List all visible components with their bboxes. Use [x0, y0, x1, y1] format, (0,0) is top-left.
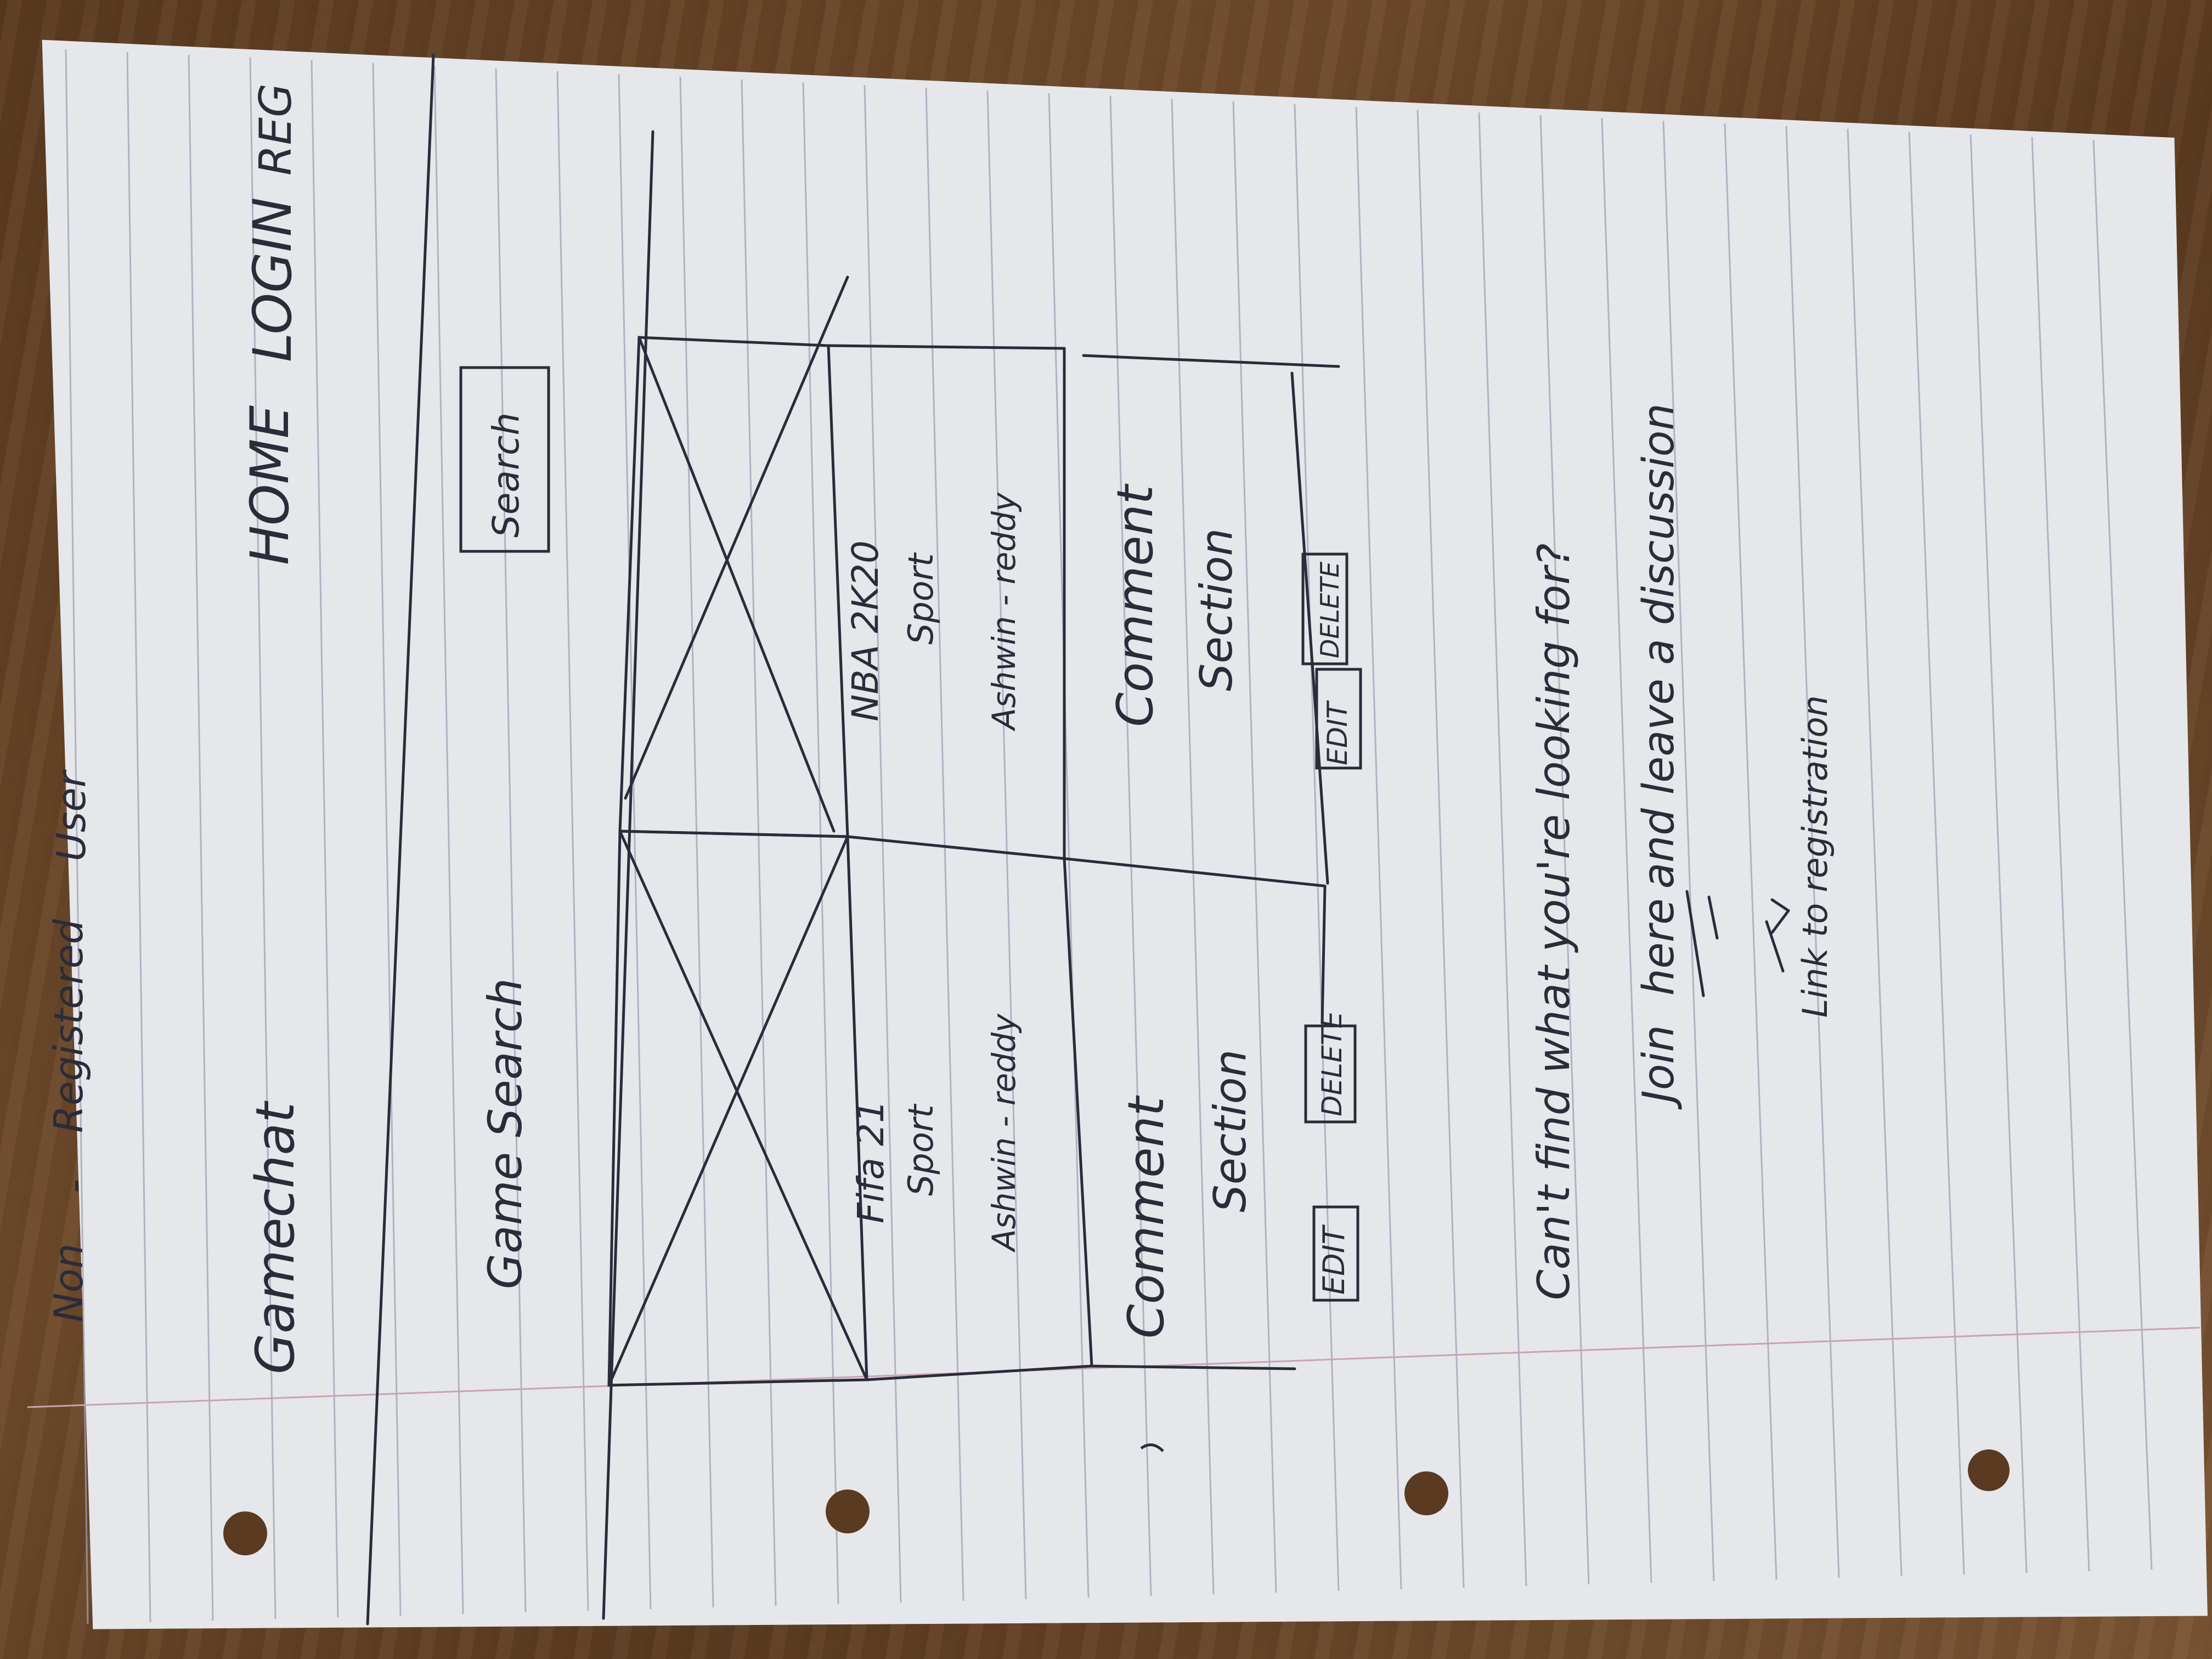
punch-hole — [826, 1489, 870, 1533]
ruled-line — [188, 54, 214, 1621]
ruled-line — [372, 63, 402, 1616]
note-heading-user: User — [48, 769, 94, 861]
edit-button[interactable]: EDIT — [1322, 700, 1353, 765]
comment-section-label: Section — [1205, 1049, 1256, 1212]
comment-box — [1290, 371, 1329, 885]
card-game-genre: Sport — [901, 552, 941, 645]
ruled-line — [1847, 128, 1903, 1577]
ruled-line — [1048, 93, 1090, 1598]
ruled-line — [1662, 120, 1715, 1582]
ruled-line — [2092, 139, 2153, 1570]
ruled-line — [126, 52, 151, 1623]
comment-box — [1321, 884, 1327, 1025]
stray-mark — [1140, 1443, 1164, 1452]
card-image-placeholder — [618, 336, 849, 838]
here-underline — [1707, 895, 1719, 940]
ruled-line — [1785, 126, 1840, 1578]
ruled-line — [741, 79, 777, 1606]
comment-box — [1082, 354, 1340, 368]
card-image-cross — [624, 275, 849, 800]
punch-hole — [1404, 1471, 1448, 1515]
punch-hole — [223, 1511, 267, 1555]
join-text: Join — [1634, 1025, 1684, 1110]
nav-home[interactable]: HOME — [239, 405, 301, 565]
card-image-cross — [618, 830, 868, 1381]
search-button[interactable]: Search — [485, 413, 527, 538]
prompt-text: Can't find what you're looking for? — [1528, 544, 1579, 1301]
punch-hole — [1968, 1449, 2010, 1491]
note-heading-non: Non — [46, 1243, 92, 1322]
ruled-line — [1908, 131, 1965, 1575]
ruled-line — [925, 87, 964, 1601]
card-divider — [827, 344, 1066, 350]
card-image-cross — [607, 835, 849, 1387]
comment-section-heading: Comment — [1107, 483, 1164, 727]
join-here-link[interactable]: here — [1634, 899, 1684, 996]
ruled-line — [802, 82, 839, 1605]
nav-login[interactable]: LOGIN — [242, 197, 303, 362]
card-image-placeholder — [607, 830, 868, 1387]
header-divider — [366, 53, 435, 1626]
note-heading-dash: - — [51, 1179, 97, 1193]
delete-button-outline — [1304, 1024, 1357, 1124]
edit-button-outline — [1315, 668, 1362, 770]
ruled-line — [1601, 117, 1652, 1583]
nav-reg[interactable]: REG — [250, 83, 301, 176]
card-divider — [846, 835, 1066, 860]
arrow-icon — [1770, 909, 1790, 934]
comment-box — [1063, 857, 1327, 888]
ruled-line — [679, 76, 714, 1608]
note-heading-registered: Registered — [46, 918, 92, 1133]
card-divider — [865, 1364, 1093, 1381]
ruled-line — [249, 57, 276, 1620]
edit-button[interactable]: EDIT — [1317, 1224, 1351, 1295]
ruled-line — [556, 71, 589, 1611]
content-divider — [602, 130, 654, 1620]
search-button-outline — [459, 366, 550, 553]
ruled-line — [1355, 106, 1402, 1590]
ruled-line — [1232, 101, 1277, 1593]
ruled-line — [1970, 134, 2028, 1573]
registration-link-note: Link to registration — [1795, 695, 1835, 1018]
leave-discussion-text: and leave a discussion — [1634, 403, 1684, 889]
ruled-line — [986, 90, 1027, 1600]
card-image-cross — [637, 336, 836, 833]
card-game-genre: Sport — [901, 1103, 941, 1196]
ruled-line — [1294, 104, 1340, 1592]
here-underline — [1685, 890, 1705, 997]
card-game-title: Fifa 21 — [850, 1100, 892, 1223]
ruled-line — [433, 65, 464, 1615]
card-game-title: NBA 2K20 — [844, 540, 887, 721]
comment-section-heading: Comment — [1118, 1094, 1175, 1339]
arrow-icon — [1765, 920, 1785, 973]
card-game-author: Ashwin - reddy — [985, 492, 1023, 732]
card-divider — [1063, 857, 1093, 1368]
comment-section-label: Section — [1191, 528, 1242, 691]
ruled-line — [1109, 95, 1152, 1596]
delete-button-outline — [1301, 552, 1348, 665]
ruled-line — [1171, 98, 1215, 1595]
ruled-line — [1539, 115, 1590, 1585]
ruled-line — [864, 84, 902, 1603]
ruled-line — [1478, 112, 1527, 1587]
ruled-line — [1417, 109, 1465, 1588]
ruled-line — [311, 60, 339, 1618]
ruled-line — [2031, 137, 2090, 1572]
ruled-line — [1724, 123, 1778, 1580]
edit-button-outline — [1312, 1205, 1359, 1302]
search-label: Game Search — [478, 978, 532, 1289]
delete-button[interactable]: DELETE — [1316, 1011, 1348, 1116]
ruled-line — [495, 68, 527, 1613]
ruled-line — [618, 74, 652, 1610]
arrow-icon — [1770, 898, 1790, 912]
card-game-author: Ashwin - reddy — [985, 1013, 1023, 1253]
site-logo: Gamechat — [245, 1101, 306, 1374]
ruled-line — [65, 49, 89, 1624]
comment-box — [1090, 1364, 1296, 1370]
delete-button[interactable]: DELETE — [1315, 562, 1345, 658]
